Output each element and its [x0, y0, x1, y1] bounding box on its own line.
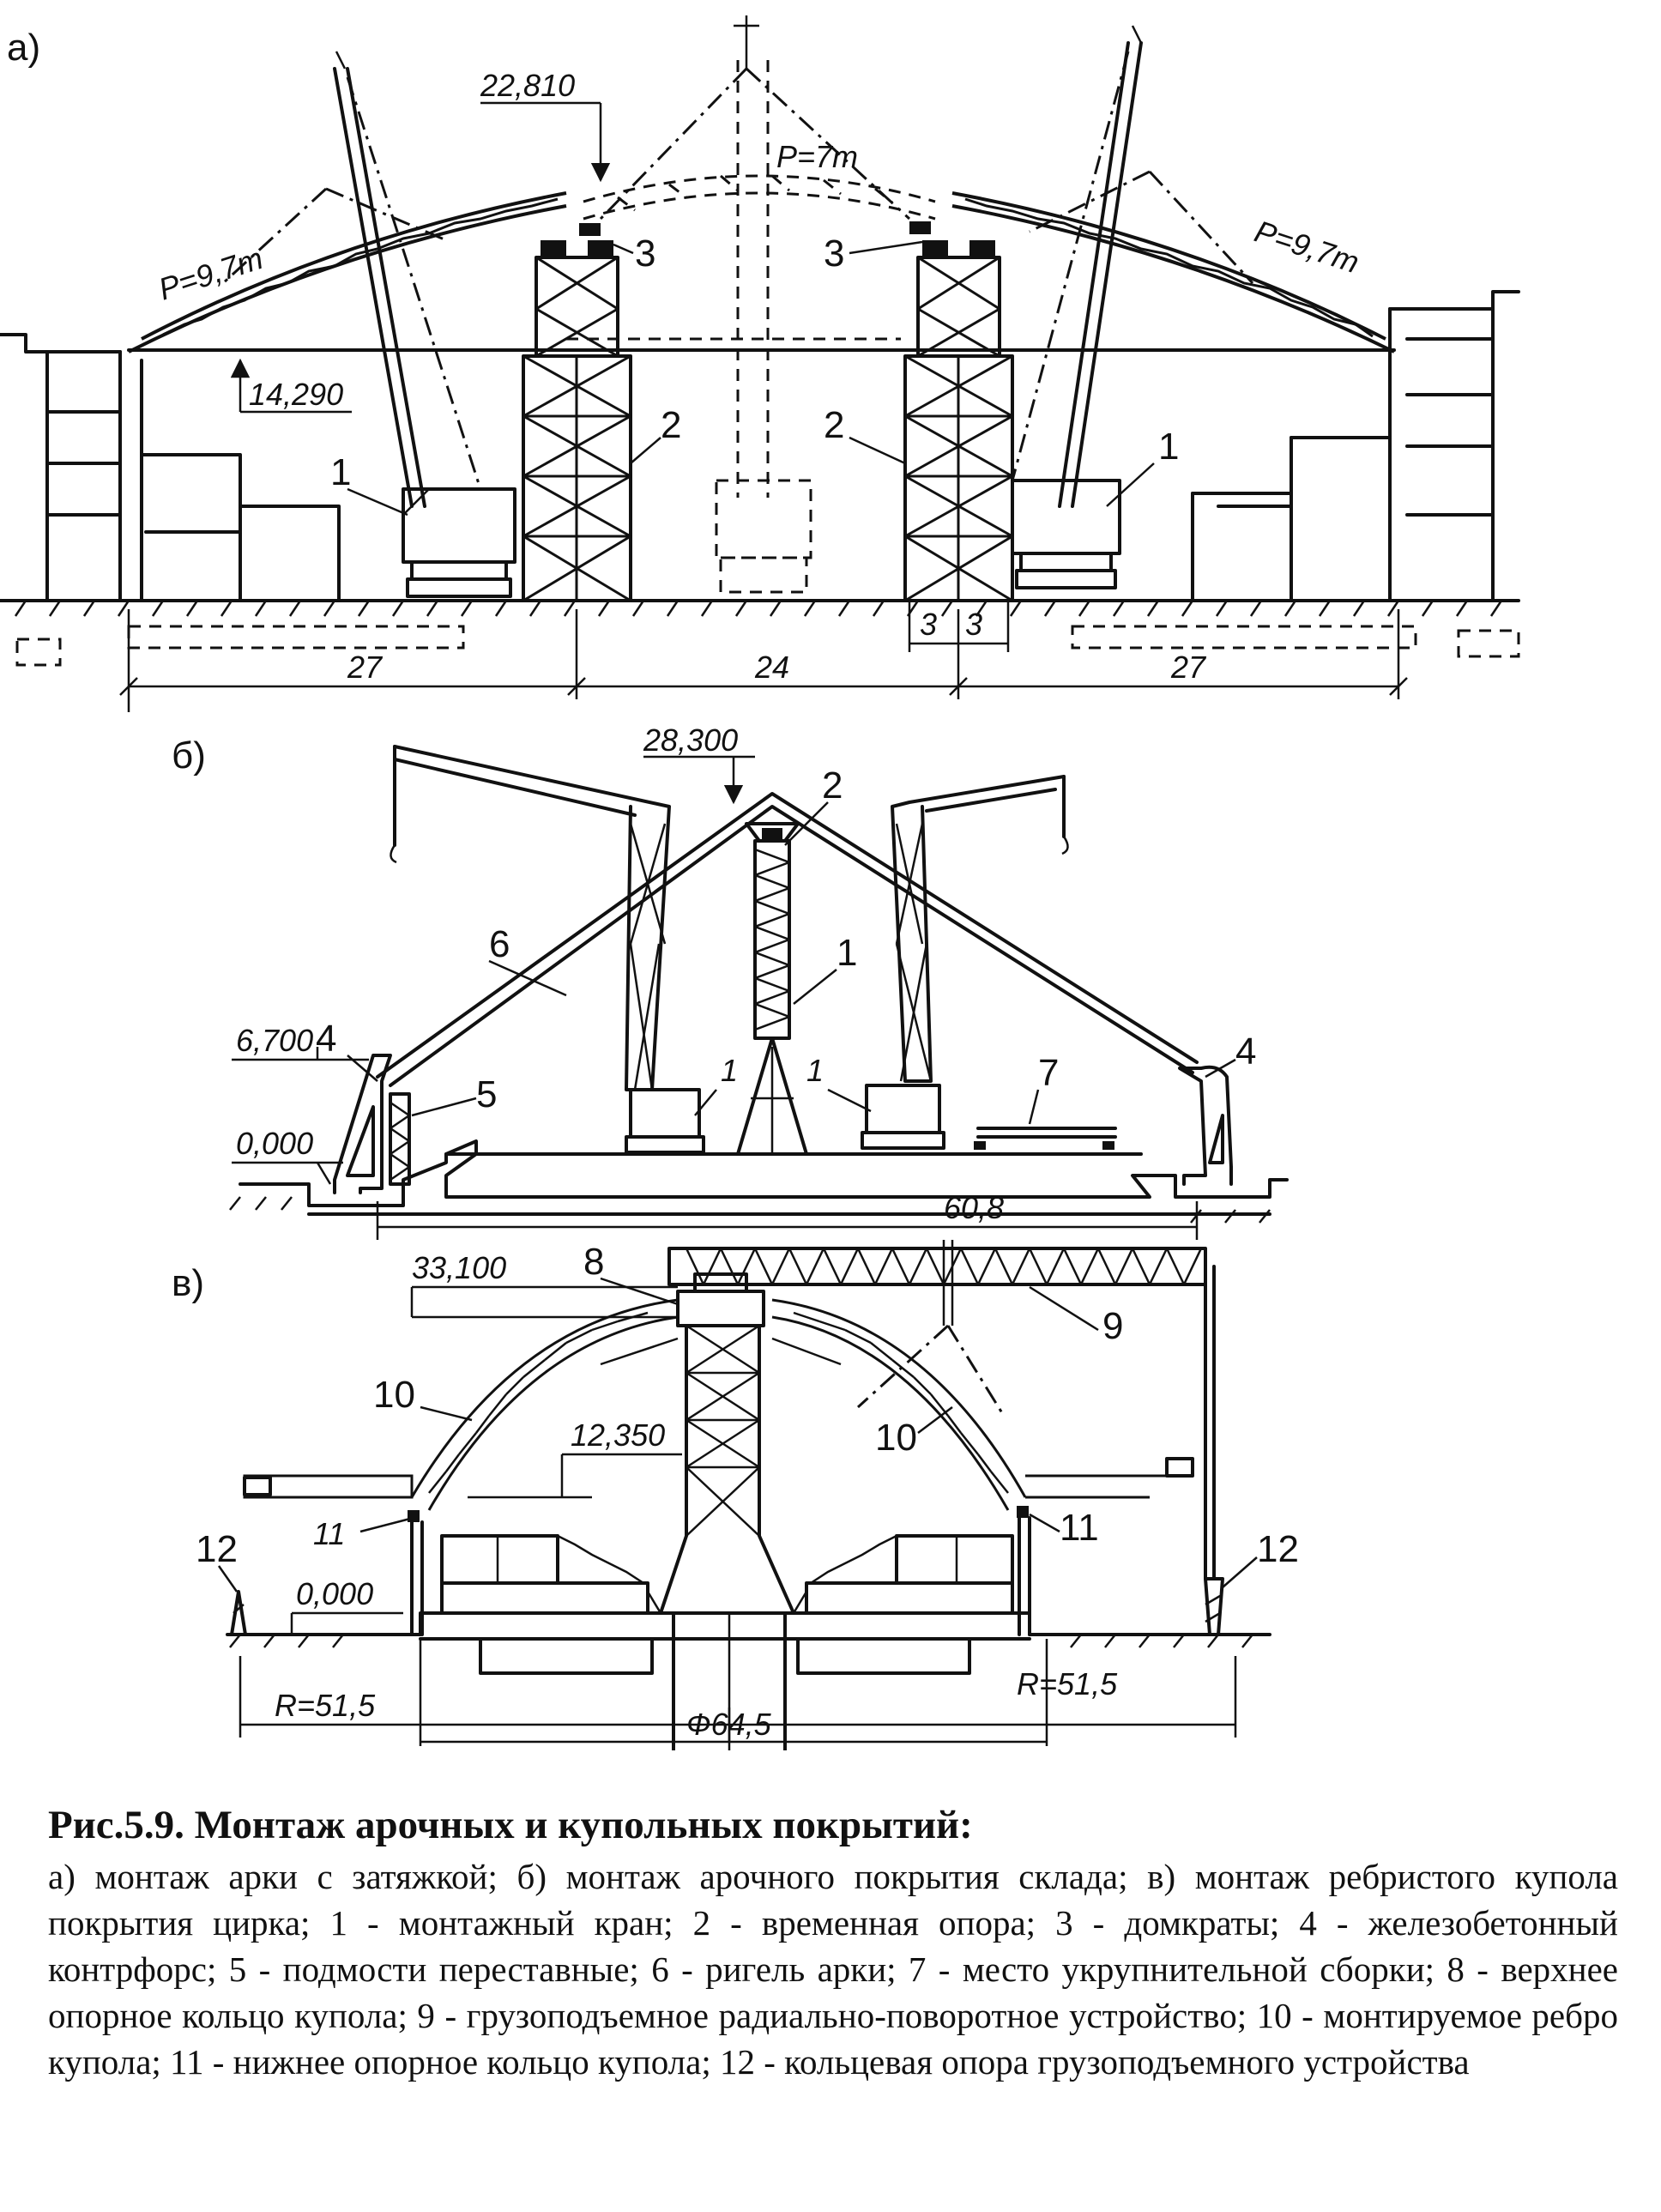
- elev-6700: 6,700: [236, 1023, 313, 1058]
- panel-c-drawing: в): [172, 1240, 1299, 1750]
- elev-33100: 33,100: [412, 1250, 506, 1285]
- callout-c-8: 8: [583, 1241, 604, 1283]
- callout-a-1-right: 1: [1158, 426, 1179, 468]
- elev-0000-b: 0,000: [236, 1126, 313, 1161]
- dim-27-right: 27: [1170, 650, 1207, 685]
- dim-3-left: 3: [920, 607, 937, 642]
- elev-14290: 14,290: [249, 377, 343, 412]
- callout-c-11-right: 11: [1060, 1507, 1099, 1549]
- callout-b-4-right: 4: [1235, 1030, 1256, 1073]
- dim-r-left: R=51,5: [275, 1688, 376, 1723]
- dim-3-right: 3: [965, 607, 982, 642]
- elev-0000-c: 0,000: [296, 1576, 373, 1611]
- callout-b-6: 6: [489, 923, 510, 965]
- callout-b-4-left: 4: [316, 1018, 336, 1060]
- elev-28300: 28,300: [643, 722, 738, 758]
- callout-c-10-right: 10: [875, 1417, 917, 1459]
- callout-c-12-left: 12: [196, 1528, 238, 1570]
- panel-c-letter: в): [172, 1262, 204, 1304]
- callout-b-2: 1: [837, 932, 857, 974]
- callout-c-10-left: 10: [373, 1374, 415, 1416]
- load-center: P=7т: [776, 139, 858, 174]
- callout-a-3-right: 3: [824, 233, 844, 275]
- callout-a-3-left: 3: [635, 233, 655, 275]
- caption-title: Рис.5.9. Монтаж арочных и купольных покр…: [48, 1803, 973, 1847]
- elev-22810: 22,810: [480, 68, 575, 103]
- dim-27-left: 27: [347, 650, 384, 685]
- dim-r-right: R=51,5: [1017, 1666, 1118, 1701]
- callout-b-3: 2: [822, 765, 843, 807]
- dim-24: 24: [754, 650, 789, 685]
- callout-a-2-left: 2: [661, 404, 681, 446]
- callout-b-7: 7: [1038, 1052, 1059, 1094]
- callout-c-11-left: 11: [313, 1516, 345, 1551]
- construction-drawing: а): [0, 15, 1520, 1750]
- dim-diameter: Ф64,5: [686, 1707, 772, 1742]
- callout-b-1-right: 1: [806, 1053, 824, 1088]
- caption-text: а) монтаж арки с затяжкой; б) монтаж аро…: [48, 1857, 1618, 2082]
- panel-b-drawing: б): [172, 722, 1289, 1240]
- callout-b-5: 5: [476, 1073, 497, 1115]
- figure-caption: Рис.5.9. Монтаж арочных и купольных покр…: [48, 1802, 1618, 2085]
- elev-12350: 12,350: [571, 1417, 665, 1453]
- load-right: P=9,7т: [1251, 214, 1364, 281]
- callout-a-1-left: 1: [330, 451, 351, 493]
- callout-c-12-right: 12: [1257, 1528, 1299, 1570]
- panel-a-drawing: а): [0, 15, 1520, 712]
- dim-60-8: 60,8: [944, 1190, 1004, 1225]
- callout-b-1-left: 1: [721, 1053, 738, 1088]
- callout-a-2-right: 2: [824, 404, 844, 446]
- panel-a-letter: а): [7, 27, 40, 69]
- panel-b-letter: б): [172, 734, 206, 777]
- callout-c-9: 9: [1102, 1305, 1123, 1347]
